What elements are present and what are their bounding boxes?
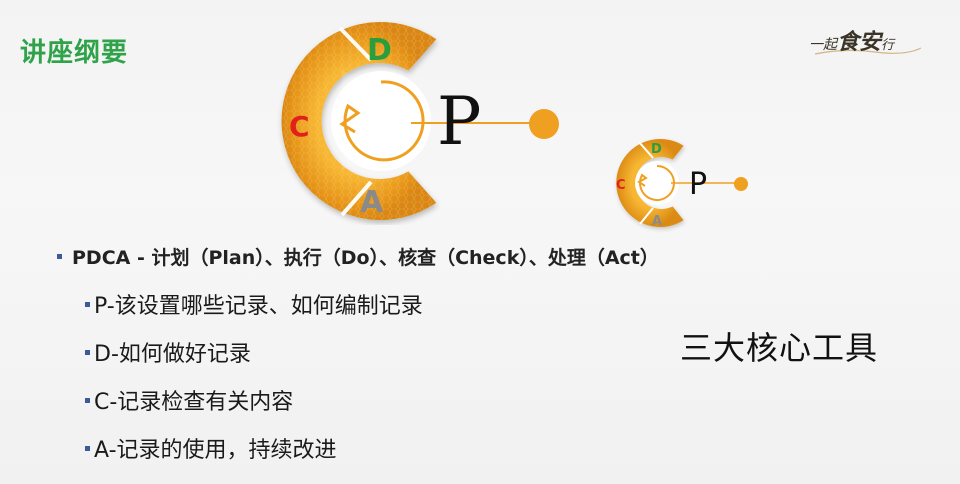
sub-bullet-text: P-该设置哪些记录、如何编制记录 bbox=[94, 294, 423, 319]
pdca-a-label-small: A bbox=[652, 214, 662, 229]
sub-bullet-p: P-该设置哪些记录、如何编制记录 bbox=[85, 288, 423, 320]
pdca-ring-small bbox=[616, 139, 684, 227]
pdca-p-label-large: P bbox=[437, 83, 481, 160]
brand-logo: 一起食安行 bbox=[805, 18, 925, 62]
sub-bullet-a: A-记录的使用，持续改进 bbox=[85, 432, 337, 464]
pdca-inner-disc-small bbox=[635, 161, 679, 205]
bullet-list: PDCA - 计划（Plan）、执行（Do）、核查（Check）、处理（Act）… bbox=[57, 243, 659, 463]
pdca-d-label-small: D bbox=[651, 142, 662, 157]
bullet-main-text: PDCA - 计划（Plan）、执行（Do）、核查（Check）、处理（Act） bbox=[72, 247, 659, 269]
sub-bullet-text: D-如何做好记录 bbox=[94, 342, 251, 367]
pdca-p-label-small: P bbox=[689, 167, 707, 202]
pdca-cycle-small: D C A P bbox=[616, 139, 748, 229]
bullet-main: PDCA - 计划（Plan）、执行（Do）、核查（Check）、处理（Act） bbox=[57, 243, 659, 270]
core-tools-heading: 三大核心工具 bbox=[680, 329, 879, 367]
logo-text-4: 行 bbox=[881, 38, 895, 53]
pdca-dividers-small bbox=[638, 141, 654, 225]
page-title: 讲座纲要 bbox=[20, 38, 129, 68]
logo-flourish bbox=[814, 47, 922, 55]
pdca-arrow-large bbox=[339, 80, 425, 162]
pdca-cycle-large: D C A P bbox=[281, 22, 559, 221]
pdca-dividers-large bbox=[338, 26, 373, 217]
bullet-marker bbox=[57, 254, 62, 259]
sub-bullet-c: C-记录检查有关内容 bbox=[85, 384, 293, 416]
logo-text-1: 一起 bbox=[809, 37, 837, 53]
pdca-dot-large bbox=[529, 109, 559, 139]
pdca-c-label-large: C bbox=[289, 110, 310, 143]
pdca-d-label-large: D bbox=[367, 33, 392, 68]
pdca-ring-large bbox=[281, 22, 437, 221]
logo-text-2: 食 bbox=[837, 29, 860, 55]
bullet-marker bbox=[85, 301, 90, 307]
pdca-c-label-small: C bbox=[616, 178, 626, 193]
bullet-marker bbox=[85, 445, 90, 451]
sub-bullet-text: A-记录的使用，持续改进 bbox=[94, 438, 337, 463]
sub-bullet-text: C-记录检查有关内容 bbox=[94, 390, 294, 415]
pdca-a-label-large: A bbox=[360, 185, 384, 220]
bullet-marker bbox=[85, 397, 90, 403]
pdca-arrow-small bbox=[637, 165, 675, 201]
sub-bullet-d: D-如何做好记录 bbox=[85, 336, 251, 368]
logo-text-3: 安 bbox=[859, 29, 882, 55]
bullet-marker bbox=[85, 349, 90, 355]
pdca-dot-small bbox=[734, 177, 748, 191]
